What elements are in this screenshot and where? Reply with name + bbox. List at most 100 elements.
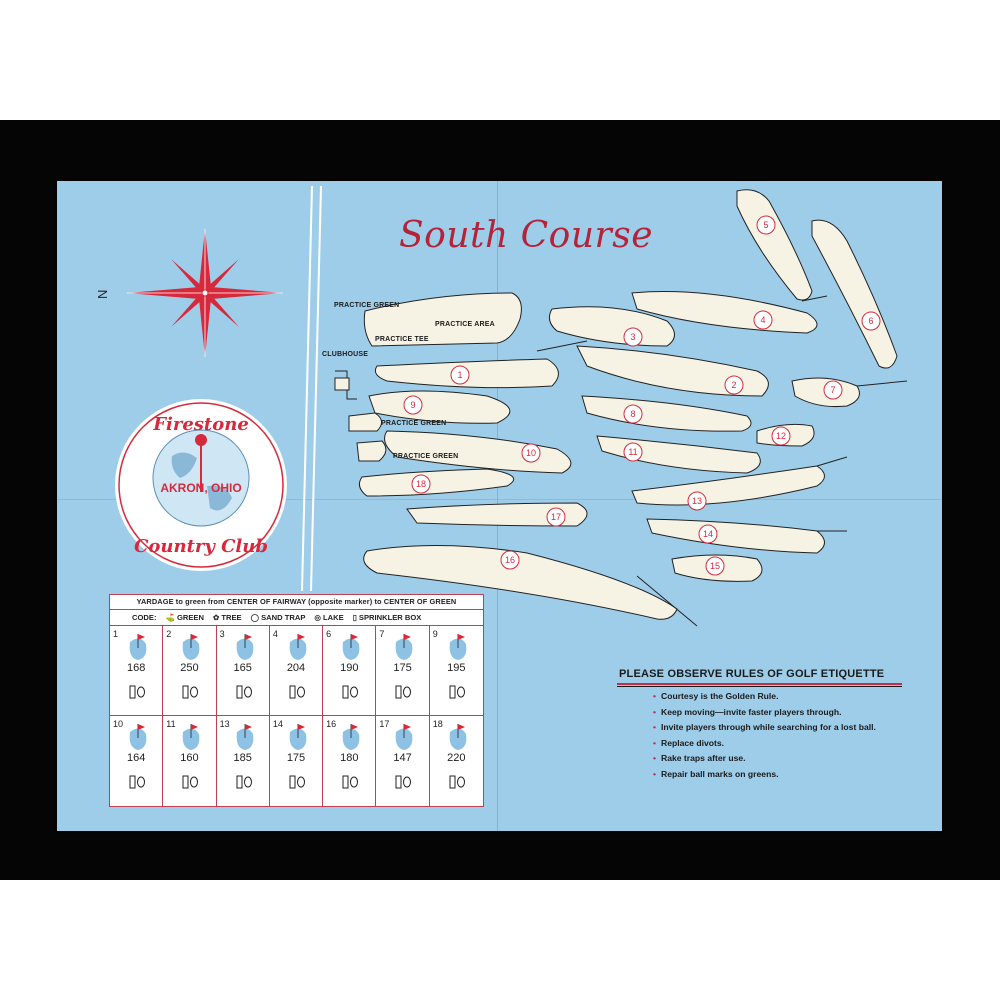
sand-trap-icon	[137, 776, 145, 788]
hole-marker-7	[823, 380, 843, 400]
green-shape	[236, 638, 253, 660]
flag-icon	[191, 724, 199, 730]
label-practice-green: PRACTICE GREEN	[334, 302, 400, 309]
hole-number: 4	[760, 315, 765, 325]
yardage-cell: 1 168	[110, 626, 164, 716]
label-practice-green-low: PRACTICE GREEN	[393, 453, 459, 460]
sand-trap-icon: ◯	[250, 613, 260, 622]
fairway-2	[576, 345, 769, 397]
fairway-3	[548, 306, 675, 347]
hole-number: 18	[416, 479, 426, 489]
sprinkler-box-icon	[129, 685, 136, 699]
sprinkler-box-icon	[449, 775, 456, 789]
yardage-cell: 18 220	[430, 716, 483, 806]
sprinkler-box-icon	[289, 685, 296, 699]
hole-number: 18	[432, 719, 443, 729]
hole-number: 10	[526, 448, 536, 458]
green-diagram	[289, 724, 307, 789]
yardage-value: 195	[447, 662, 466, 674]
hole-number: 12	[776, 431, 786, 441]
label-practice-tee: PRACTICE TEE	[375, 336, 429, 343]
code-tree: ✿TREE	[212, 613, 242, 622]
road	[301, 185, 322, 592]
flag-icon	[297, 724, 305, 730]
green-diagram	[342, 724, 360, 789]
hole-number: 13	[219, 719, 230, 729]
hole-marker-9	[403, 395, 423, 415]
logo-center-text: AKRON, OHIO	[160, 481, 241, 495]
green-diagram	[395, 634, 413, 699]
yardage-value: 160	[180, 752, 199, 764]
yardage-value: 250	[180, 662, 199, 674]
yardage-value: 204	[286, 662, 306, 674]
hole-marker-1	[450, 365, 470, 385]
hole-number: 3	[219, 629, 225, 639]
etiquette-panel: PLEASE OBSERVE RULES OF GOLF ETIQUETTE C…	[617, 668, 902, 784]
fold-line-horizontal	[57, 499, 942, 500]
hole-marker-14	[698, 524, 718, 544]
green-shape	[449, 638, 467, 660]
etiquette-rule: Replace divots.	[653, 738, 902, 749]
sprinkler-box-icon	[395, 685, 402, 699]
green-shape	[289, 728, 307, 750]
code-label: CODE:	[132, 613, 157, 622]
fairway-11	[596, 435, 761, 474]
hole-marker-11	[623, 442, 643, 462]
sand-trap-icon	[243, 776, 252, 788]
flag-icon	[457, 634, 465, 640]
hole-number: 13	[692, 496, 702, 506]
tree-icon: ✿	[212, 613, 220, 622]
etiquette-rule: Rake traps after use.	[653, 753, 902, 764]
green-shape	[396, 638, 413, 660]
north-label: N	[95, 290, 110, 299]
yardage-value: 190	[340, 662, 359, 674]
fairway-18	[358, 468, 515, 497]
hole-number: 17	[379, 719, 390, 729]
yardage-value: 175	[393, 662, 412, 674]
hole-number: 5	[763, 220, 768, 230]
sprinkler-box-icon	[342, 775, 349, 789]
sand-trap-icon	[403, 776, 412, 788]
yardage-value: 168	[126, 662, 146, 674]
green-diagram	[449, 724, 467, 789]
green-shape	[289, 638, 307, 660]
heading-underline	[617, 683, 902, 685]
yardage-value: 220	[447, 752, 466, 764]
flag-icon	[244, 634, 252, 640]
green-shape	[396, 728, 413, 750]
fairway-16	[363, 544, 678, 620]
hole-number: 2	[731, 380, 736, 390]
fairway-5	[736, 189, 813, 301]
heading-underline-thin	[617, 686, 902, 687]
green-icon: ⛳	[165, 613, 175, 622]
yardage-value: 164	[126, 752, 146, 764]
logo-bottom-text: Country Club	[134, 536, 268, 557]
flag-icon	[244, 724, 252, 730]
hole-marker-13	[687, 491, 707, 511]
yardage-value: 175	[286, 752, 306, 764]
lake-icon: ◎	[314, 613, 322, 622]
firestone-logo: AKRON, OHIO Firestone Country Club	[115, 399, 287, 571]
sprinkler-box-icon	[342, 685, 349, 699]
code-sprinkler-box: ▯SPRINKLER BOX	[352, 613, 422, 622]
hole-number: 3	[630, 332, 635, 342]
hole-number: 7	[379, 629, 385, 639]
green-diagram	[449, 634, 467, 699]
green-shape	[342, 638, 360, 660]
clubhouse-building	[334, 377, 350, 391]
green-diagram	[395, 724, 413, 789]
practice-area	[363, 292, 522, 347]
hole-marker-10	[521, 443, 541, 463]
fairway-9	[368, 390, 511, 424]
sprinkler-box-icon	[129, 775, 136, 789]
hole-number: 1	[113, 629, 119, 639]
yardage-value: 185	[233, 752, 252, 764]
sprinkler-box-icon	[182, 685, 189, 699]
green-shape	[129, 638, 147, 660]
green-diagram	[129, 634, 147, 699]
